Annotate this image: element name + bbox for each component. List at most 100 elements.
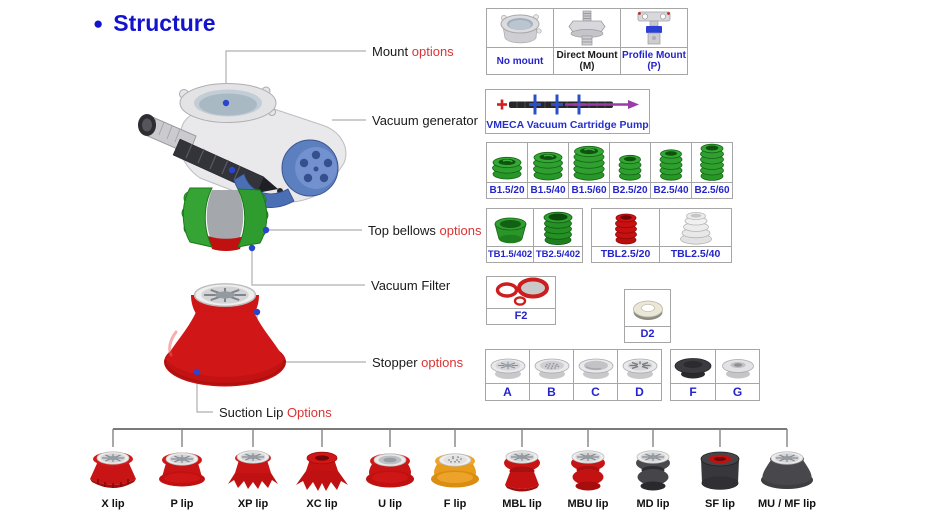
- stopper-a-label: A: [503, 384, 512, 399]
- profile-mount-label: Profile Mount (P): [622, 50, 686, 72]
- bullet-icon: ●: [93, 14, 104, 33]
- b15-40-icon: [533, 151, 563, 181]
- bellows-b25-40: B2.5/40: [651, 143, 692, 198]
- suction-lip-f: F lip: [420, 446, 490, 510]
- stopper-a-icon: [490, 358, 525, 379]
- b25-40-label: B2.5/40: [653, 185, 689, 196]
- bellows-b15-60: B1.5/60: [569, 143, 610, 198]
- suction-lip-md: MD lip: [618, 446, 688, 510]
- f2-label: F2: [514, 310, 528, 322]
- suction-lip-xc: XC lip: [287, 446, 357, 510]
- b15-40-label: B1.5/40: [530, 185, 566, 196]
- d2-table: D2: [624, 289, 671, 343]
- f-lip-image: [431, 453, 479, 488]
- stopper-d-icon: [622, 358, 657, 379]
- b25-60-icon: [700, 143, 724, 181]
- stopper-g-label: G: [732, 384, 743, 399]
- suction-lip-mbl: MBL lip: [487, 446, 557, 510]
- lip-connector-tree: [112, 428, 788, 447]
- callout-stopper-prefix: Stopper: [372, 355, 422, 370]
- b15-20-label: B1.5/20: [489, 185, 525, 196]
- x-lip-image: [90, 451, 136, 488]
- profile-mount-icon: [637, 11, 671, 45]
- sf-lip-image: [700, 451, 740, 490]
- stopper-f-icon: [674, 358, 712, 379]
- exploded-assembly-illustration: [138, 83, 347, 387]
- mount-option-direct-mount: Direct Mount (M): [554, 9, 621, 74]
- bellows-b15-20: B1.5/20: [487, 143, 528, 198]
- stopper-table-abcd: A B C: [485, 349, 662, 401]
- callout-top-bellows-options: Top bellows options: [368, 223, 481, 238]
- tbl25-40-icon: [679, 212, 712, 245]
- stopper-g: G: [716, 350, 759, 400]
- b25-20-icon: [618, 154, 642, 181]
- mount-option-profile-mount: Profile Mount (P): [621, 9, 687, 74]
- stopper-b-icon: [534, 358, 569, 379]
- suction-lip-x: X lip: [78, 446, 148, 510]
- tb15-402-label: TB1.5/402: [487, 249, 533, 260]
- callout-top-bellows-accent: options: [439, 223, 482, 238]
- stopper-d: D: [618, 350, 661, 400]
- u-lip-image: [366, 453, 414, 488]
- p-lip-image: [159, 452, 205, 487]
- mbl-lip-label: MBL lip: [502, 498, 542, 510]
- plate-d2: D2: [625, 290, 670, 342]
- d2-label: D2: [640, 328, 655, 340]
- bellows-b15-40: B1.5/40: [528, 143, 569, 198]
- callout-vacuum-generator: Vacuum generator: [372, 113, 478, 128]
- sf-lip-label: SF lip: [705, 498, 735, 510]
- d2-plate-icon: [632, 300, 663, 320]
- mount-options-table: No mount Direct Mount (M): [486, 8, 688, 75]
- bellows-table-row2b: TBL2.5/20 TBL2.5/40: [591, 208, 732, 263]
- suction-lip-u: U lip: [355, 446, 425, 510]
- suction-lip-xp: XP lip: [218, 446, 288, 510]
- f2-filter-icon: [495, 277, 549, 306]
- u-lip-label: U lip: [378, 498, 402, 510]
- x-lip-label: X lip: [101, 498, 125, 510]
- callout-generator-prefix: Vacuum generator: [372, 113, 478, 128]
- callout-mount-accent: options: [411, 44, 454, 59]
- b25-60-label: B2.5/60: [694, 185, 730, 196]
- stopper-b-label: B: [547, 384, 556, 399]
- bellows-table-row2a: TB1.5/402 TB2.5/402: [486, 208, 583, 263]
- bellows-tb15-402: TB1.5/402: [487, 209, 534, 262]
- mbu-lip-label: MBU lip: [567, 498, 609, 510]
- md-lip-label: MD lip: [636, 498, 670, 510]
- bellows-tbl25-20: TBL2.5/20: [592, 209, 660, 262]
- mbl-lip-image: [504, 450, 540, 492]
- md-lip-image: [636, 450, 670, 491]
- callout-stopper-options: Stopper options: [372, 355, 463, 370]
- b15-20-icon: [492, 156, 522, 180]
- stopper-f: F: [671, 350, 716, 400]
- tb25-402-icon: [543, 211, 573, 245]
- suction-lip-mbu: MBU lip: [553, 446, 623, 510]
- direct-mount-icon: [568, 10, 606, 46]
- vacuum-cartridge-pump-box: VMECA Vacuum Cartridge Pump: [485, 89, 650, 134]
- callout-suction-lip-options: Suction Lip Options: [219, 405, 332, 420]
- b15-60-icon: [573, 145, 605, 181]
- suction-lip-p: P lip: [147, 446, 217, 510]
- b15-60-label: B1.5/60: [571, 185, 607, 196]
- b25-20-label: B2.5/20: [612, 185, 648, 196]
- mount-option-no-mount: No mount: [487, 9, 554, 74]
- tbl25-40-label: TBL2.5/40: [670, 248, 721, 260]
- page-title: ● Structure: [93, 10, 216, 37]
- stopper-g-icon: [721, 359, 754, 379]
- page-title-text: Structure: [113, 10, 216, 36]
- callout-suction-prefix: Suction Lip: [219, 405, 287, 420]
- stopper-b: B: [530, 350, 574, 400]
- callout-filter-prefix: Vacuum Filter: [371, 278, 451, 293]
- stopper-c-icon: [578, 358, 613, 379]
- suction-lip-sf: SF lip: [685, 446, 755, 510]
- filter-f2: F2: [487, 277, 555, 324]
- cartridge-pump-icon: [496, 94, 639, 115]
- callout-mount-options: Mount options: [372, 44, 454, 59]
- bellows-b25-60: B2.5/60: [692, 143, 732, 198]
- no-mount-icon: [500, 14, 542, 44]
- callout-mount-prefix: Mount: [372, 44, 412, 59]
- tbl25-20-icon: [614, 213, 637, 245]
- bellows-table-row1: B1.5/20 B1.5/40 B1.5/60: [486, 142, 733, 199]
- stopper-f-label: F: [689, 384, 697, 399]
- bellows-tbl25-40: TBL2.5/40: [660, 209, 731, 262]
